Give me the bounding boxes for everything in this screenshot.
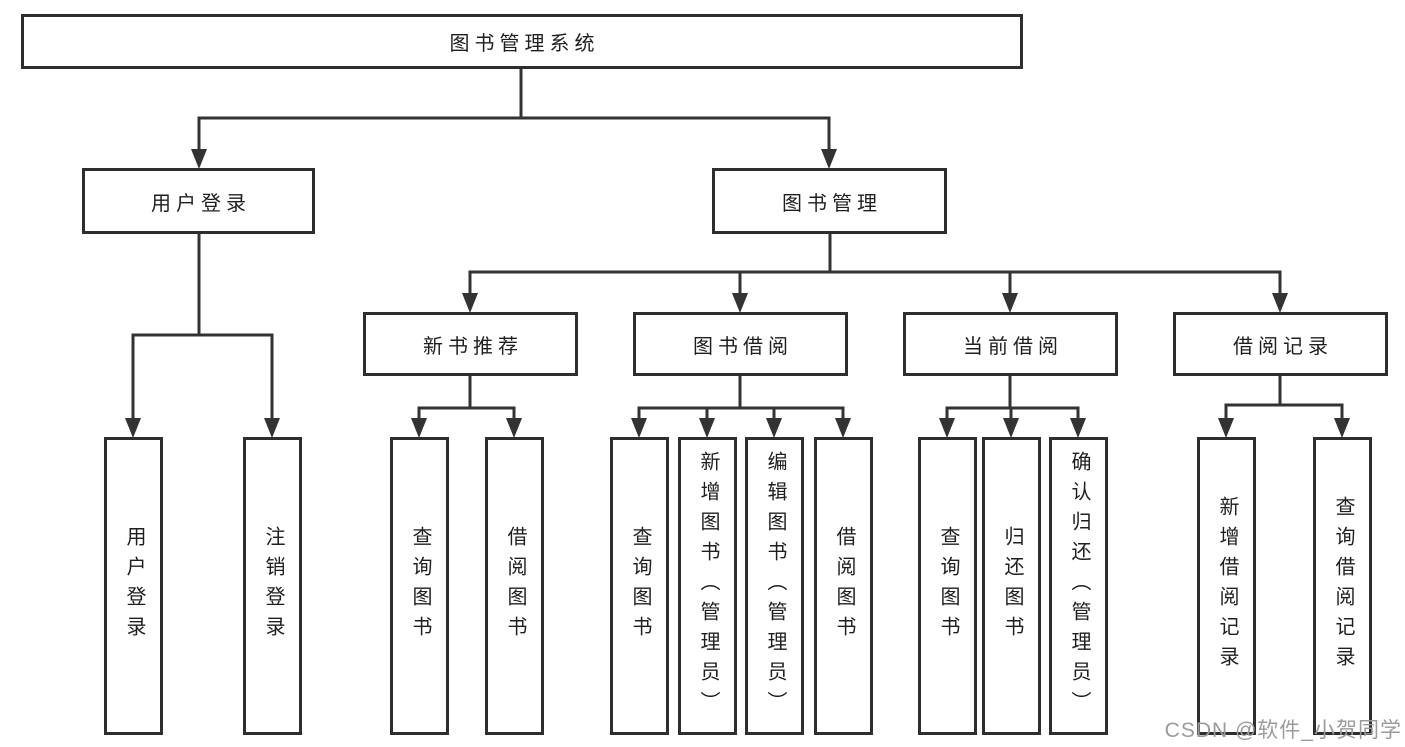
leaf-query-books-borrow: 查询图书 — [610, 437, 669, 735]
node-current-borrow: 当前借阅 — [903, 312, 1118, 376]
leaf-logout: 注销登录 — [243, 437, 302, 735]
node-user-login: 用户登录 — [82, 168, 315, 234]
node-new-book-recommend: 新书推荐 — [363, 312, 578, 376]
leaf-user-login: 用户登录 — [104, 437, 163, 735]
leaf-query-books-current: 查询图书 — [918, 437, 977, 735]
leaf-borrow-books-recommend: 借阅图书 — [485, 437, 544, 735]
leaf-add-borrow-record: 新增借阅记录 — [1197, 437, 1256, 735]
node-book-borrow: 图书借阅 — [633, 312, 848, 376]
leaf-add-book-admin: 新增图书（管理员） — [678, 437, 737, 735]
leaf-confirm-return-admin: 确认归还（管理员） — [1049, 437, 1108, 735]
leaf-return-book: 归还图书 — [982, 437, 1041, 735]
node-borrow-records: 借阅记录 — [1173, 312, 1388, 376]
leaf-borrow-books: 借阅图书 — [814, 437, 873, 735]
node-library-system: 图书管理系统 — [21, 14, 1023, 69]
node-book-management: 图书管理 — [712, 168, 947, 234]
arrowhead-icons — [125, 149, 1350, 438]
leaf-query-borrow-record: 查询借阅记录 — [1313, 437, 1372, 735]
leaf-query-books-recommend: 查询图书 — [390, 437, 449, 735]
leaf-edit-book-admin: 编辑图书（管理员） — [745, 437, 804, 735]
